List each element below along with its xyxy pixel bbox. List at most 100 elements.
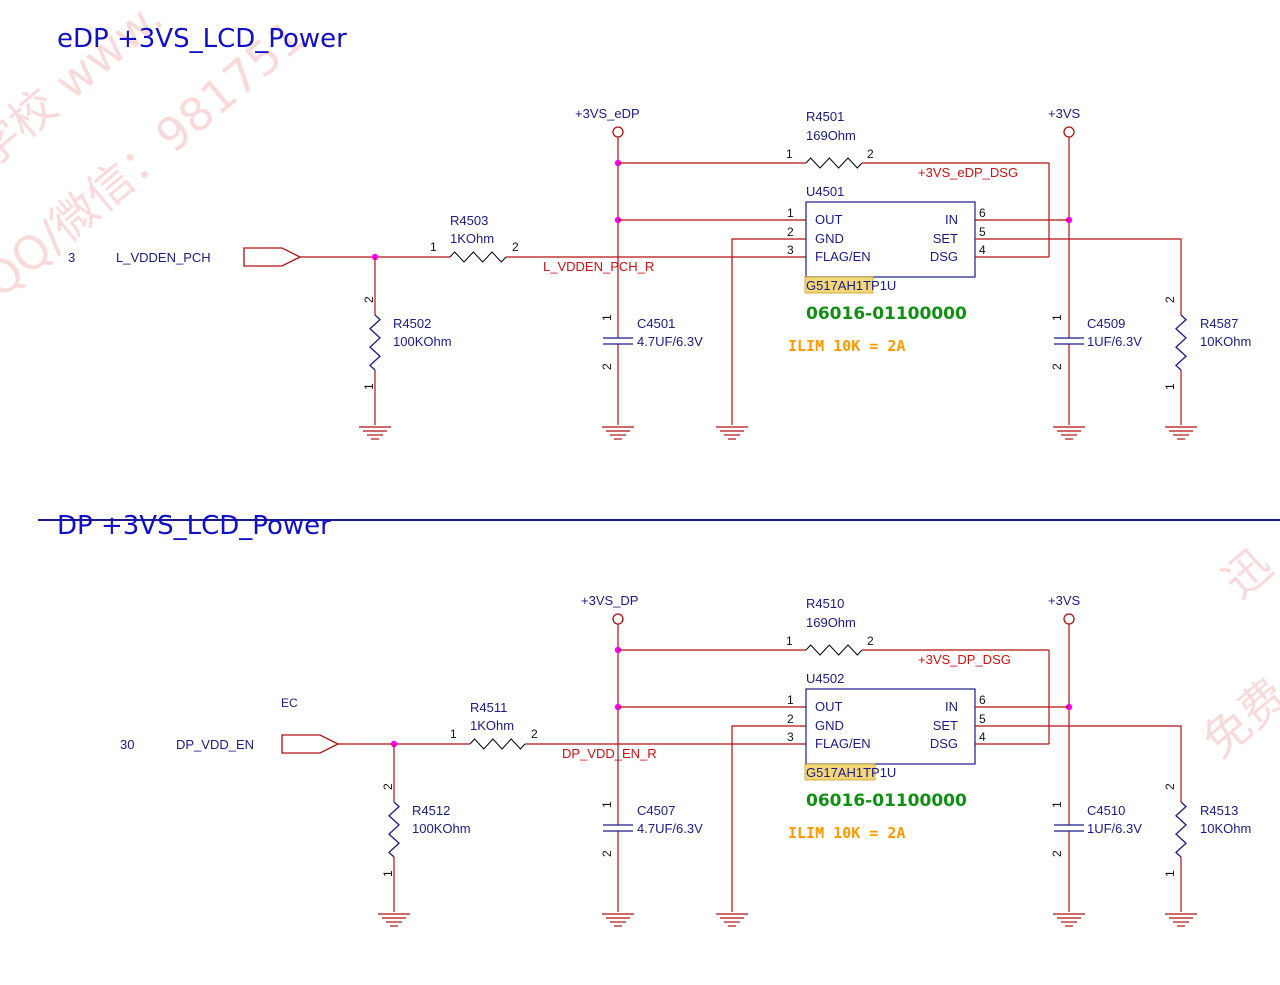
ic-pin-number: 5	[979, 712, 986, 726]
ilim-note: ILIM 10K = 2A	[788, 824, 905, 842]
net-label: +3VS_DP_DSG	[918, 652, 1011, 667]
resistor-symbol	[1175, 801, 1187, 858]
pin-number: 2	[362, 296, 376, 303]
resistor-symbol	[805, 157, 863, 169]
ic-pin-number: 1	[787, 693, 794, 707]
input-net-label: DP_VDD_EN	[176, 737, 254, 752]
wire	[731, 238, 806, 425]
ground-symbol	[716, 426, 748, 440]
input-tag: EC	[281, 696, 298, 710]
pin-number: 2	[867, 147, 874, 161]
pin-number: 1	[430, 240, 437, 254]
input-ref: 3	[68, 250, 75, 265]
pin-number: 2	[867, 634, 874, 648]
supply-label-left: +3VS_DP	[581, 593, 638, 608]
pin-number: 2	[512, 240, 519, 254]
ic-pin-name: OUT	[815, 212, 843, 227]
input-cap-ref: C4509	[1087, 316, 1125, 331]
resistor-symbol	[369, 314, 381, 371]
pin-number: 1	[362, 383, 376, 390]
input-cap-ref: C4510	[1087, 803, 1125, 818]
ic-pin-number: 4	[979, 730, 986, 744]
series-resistor-value: 1KOhm	[470, 718, 514, 733]
ic-pin-name: FLAG/EN	[815, 249, 871, 264]
ic-pin-number: 2	[787, 225, 794, 239]
dsg-resistor-value: 169Ohm	[806, 128, 856, 143]
output-cap-ref: C4501	[637, 316, 675, 331]
input-port	[281, 734, 340, 754]
ground-symbol	[602, 426, 634, 440]
pin-number: 1	[1163, 870, 1177, 877]
ground-symbol	[1053, 426, 1085, 440]
supply-port	[612, 126, 624, 138]
supply-label-left: +3VS_eDP	[575, 106, 640, 121]
pin-number: 1	[786, 147, 793, 161]
pin-number: 2	[600, 363, 614, 370]
supply-port	[1063, 126, 1075, 138]
part-number: 06016-01100000	[806, 791, 967, 811]
ic-pin-name: IN	[945, 212, 958, 227]
capacitor-symbol	[1054, 337, 1084, 345]
input-ref: 30	[120, 737, 134, 752]
pin-number: 2	[1050, 363, 1064, 370]
pin-number: 2	[1163, 783, 1177, 790]
ic-pin-number: 3	[787, 730, 794, 744]
ic-pin-number: 5	[979, 225, 986, 239]
capacitor-symbol	[603, 337, 633, 345]
ic-pin-name: DSG	[930, 736, 958, 751]
ic-pin-name: OUT	[815, 699, 843, 714]
watermark-text: 迅	[1212, 537, 1280, 608]
ic-pin-name: DSG	[930, 249, 958, 264]
pin-number: 1	[1050, 801, 1064, 808]
supply-port	[1063, 613, 1075, 625]
ic-pin-number: 3	[787, 243, 794, 257]
supply-port	[612, 613, 624, 625]
pin-number: 1	[600, 314, 614, 321]
pin-number: 1	[600, 801, 614, 808]
ground-symbol	[716, 913, 748, 927]
pin-number: 2	[1050, 850, 1064, 857]
net-label: +3VS_eDP_DSG	[918, 165, 1018, 180]
section-title: eDP +3VS_LCD_Power	[57, 24, 347, 54]
wire	[731, 725, 806, 912]
dsg-resistor-value: 169Ohm	[806, 615, 856, 630]
resistor-symbol	[1175, 314, 1187, 371]
pulldown-resistor-value: 100KOhm	[412, 821, 471, 836]
part-highlight	[804, 276, 874, 294]
ic-pin-number: 4	[979, 243, 986, 257]
ic-ref: U4501	[806, 184, 844, 199]
ic-pin-name: SET	[933, 231, 958, 246]
capacitor-symbol	[1054, 824, 1084, 832]
pulldown-resistor-ref: R4512	[412, 803, 450, 818]
pulldown-resistor-ref: R4502	[393, 316, 431, 331]
ic-pin-number: 6	[979, 206, 986, 220]
supply-label-right: +3VS	[1048, 593, 1080, 608]
pin-number: 2	[531, 727, 538, 741]
ic-pin-name: IN	[945, 699, 958, 714]
pin-number: 1	[450, 727, 457, 741]
resistor-symbol	[469, 738, 526, 750]
ground-symbol	[1053, 913, 1085, 927]
pin-number: 1	[1050, 314, 1064, 321]
ic-pin-name: GND	[815, 718, 844, 733]
input-cap-value: 1UF/6.3V	[1087, 821, 1142, 836]
ic-part-name: G517AH1TP1U	[806, 765, 896, 780]
ground-symbol	[378, 913, 410, 927]
series-resistor-value: 1KOhm	[450, 231, 494, 246]
pin-number: 1	[381, 870, 395, 877]
output-cap-ref: C4507	[637, 803, 675, 818]
wire	[975, 725, 1182, 802]
resistor-symbol	[449, 251, 507, 263]
dsg-resistor-ref: R4501	[806, 109, 844, 124]
resistor-symbol	[388, 801, 400, 858]
ic-pin-number: 6	[979, 693, 986, 707]
ground-symbol	[359, 426, 391, 440]
set-resistor-value: 10KOhm	[1200, 821, 1251, 836]
part-number: 06016-01100000	[806, 304, 967, 324]
ic-pin-number: 2	[787, 712, 794, 726]
dsg-resistor-ref: R4510	[806, 596, 844, 611]
input-cap-value: 1UF/6.3V	[1087, 334, 1142, 349]
series-resistor-ref: R4503	[450, 213, 488, 228]
